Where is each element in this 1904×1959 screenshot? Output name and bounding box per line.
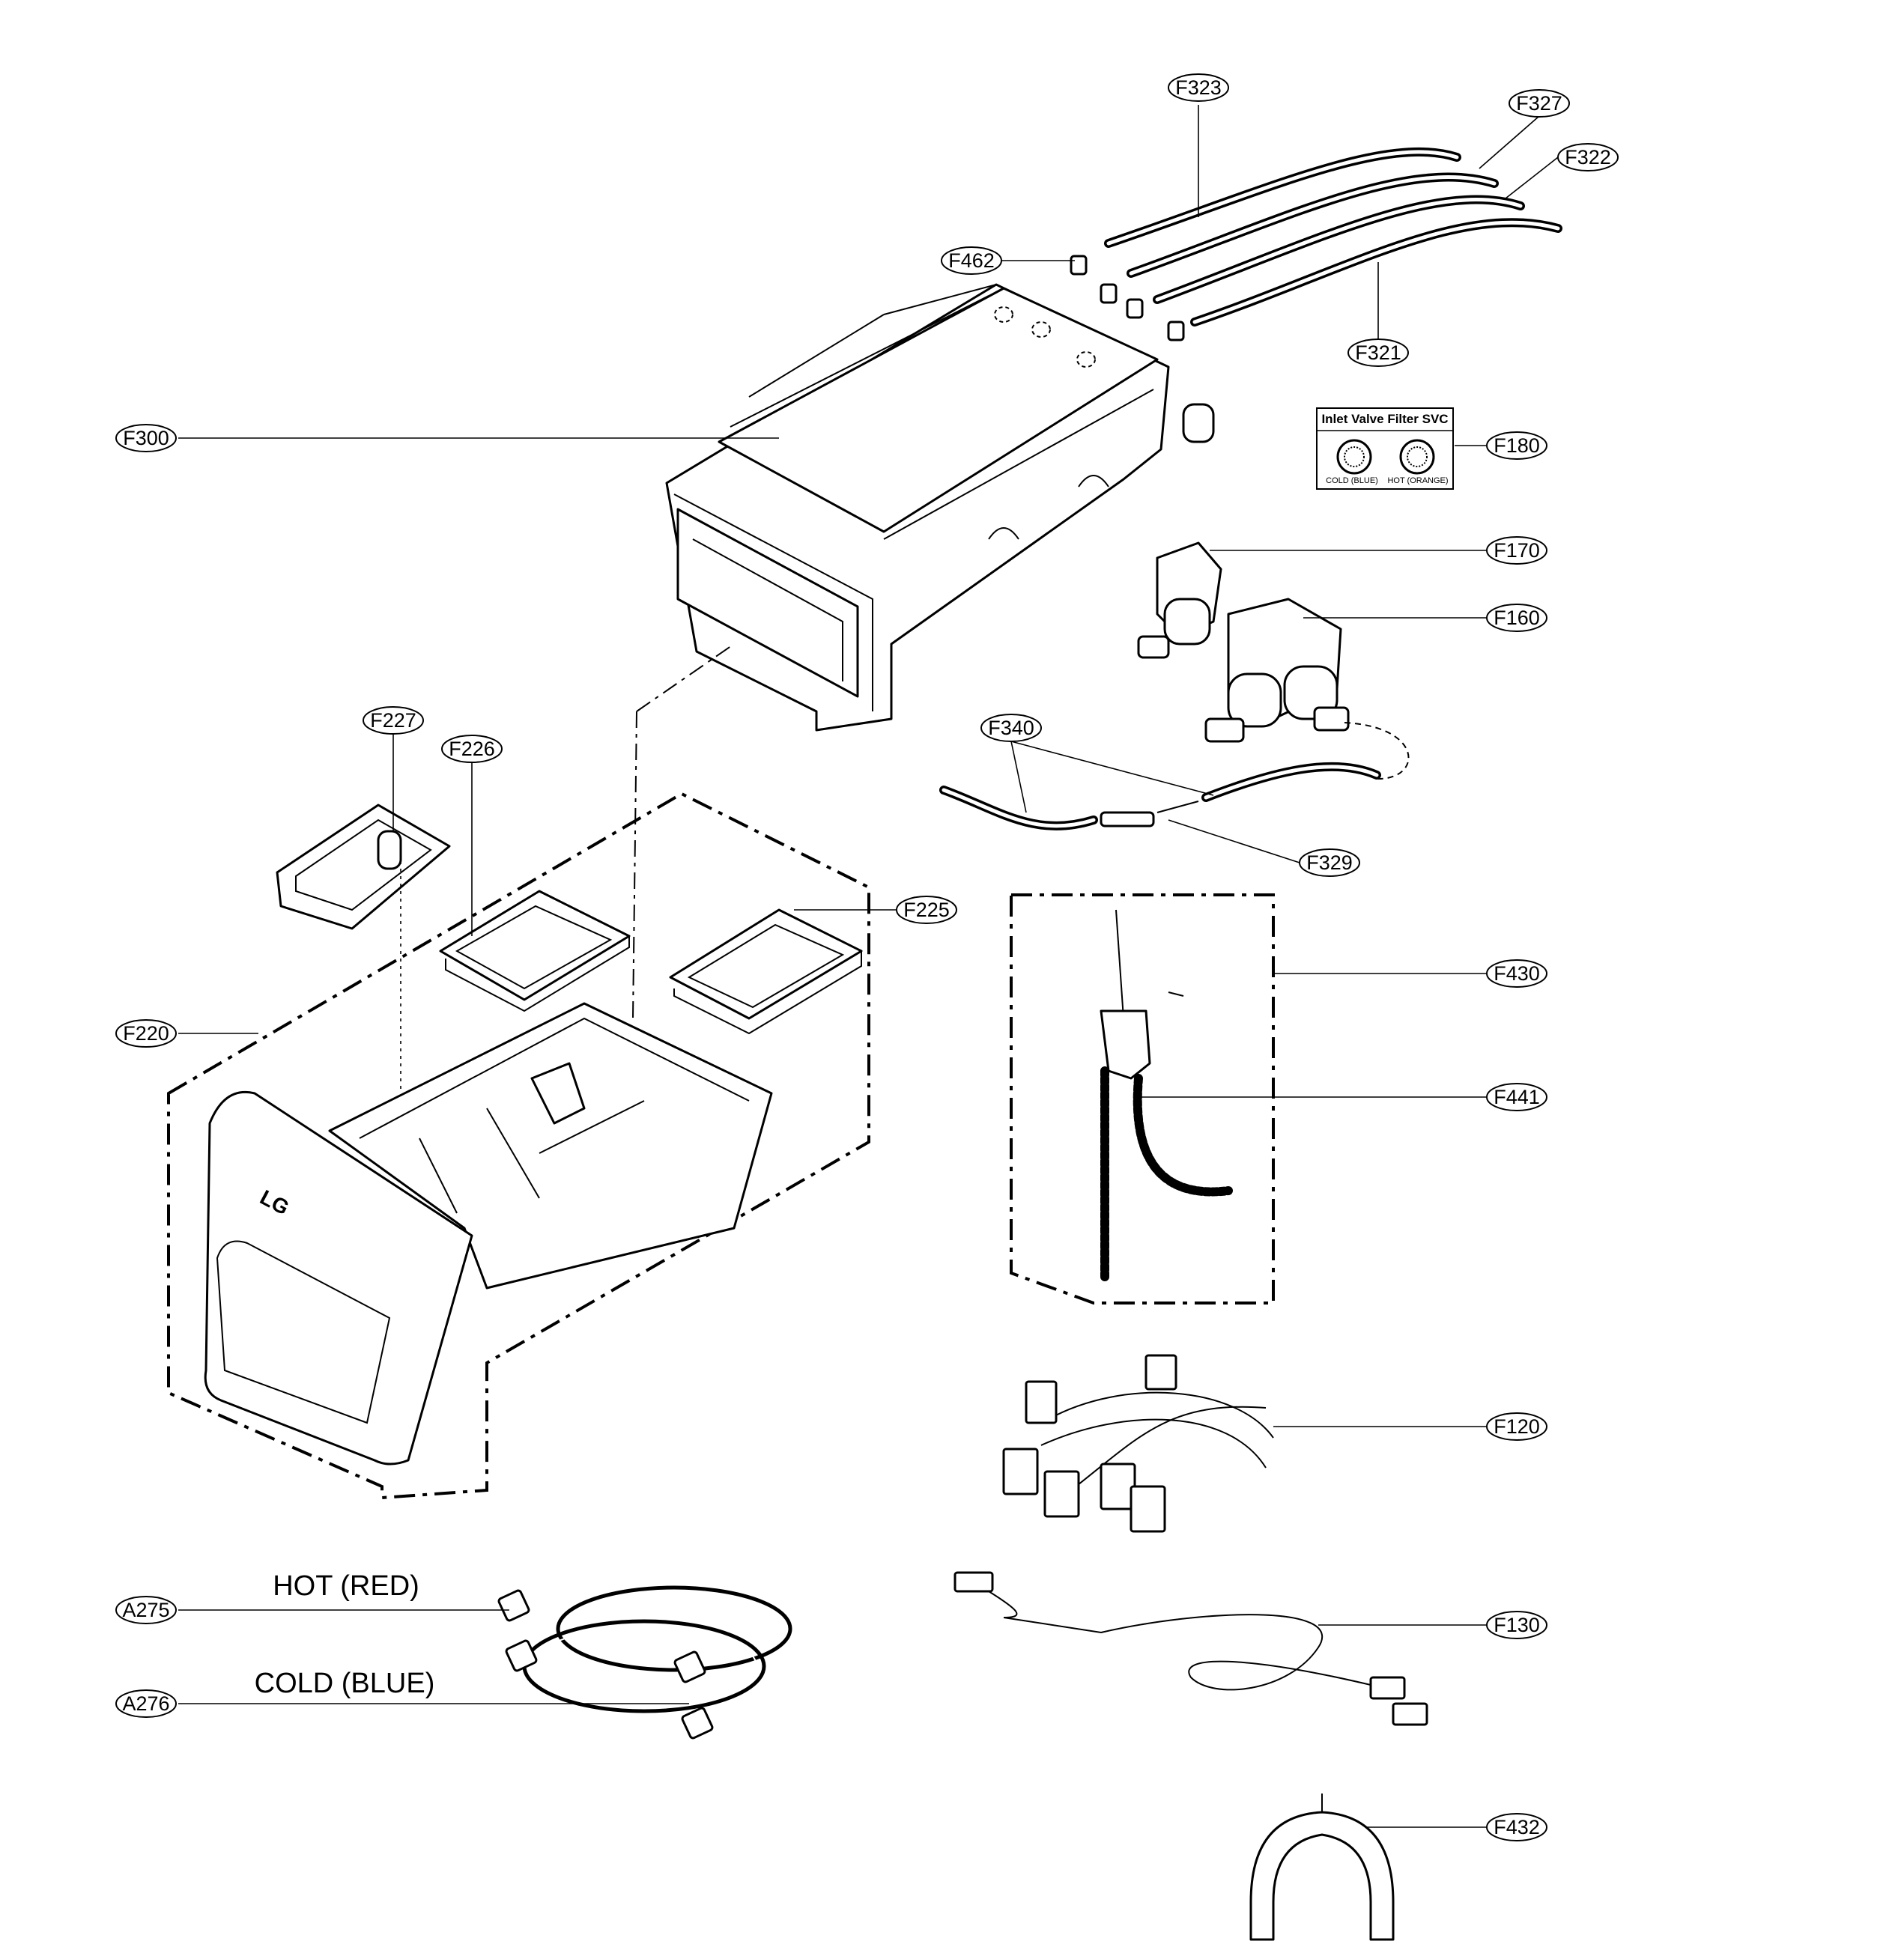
callout-f130: F130 [1486,1611,1547,1639]
svg-text:F321: F321 [1355,341,1401,364]
drawer-assembly-group [167,643,870,1500]
filter-cold-label: COLD (BLUE) [1326,476,1378,485]
svg-text:A276: A276 [122,1692,169,1715]
svg-text:F323: F323 [1175,76,1222,99]
cold-hose-label: COLD (BLUE) [255,1668,435,1699]
svg-text:F160: F160 [1494,607,1540,629]
callout-f226: F226 [441,735,503,763]
callout-f300: F300 [115,424,177,452]
svg-text:F322: F322 [1565,146,1611,168]
svg-text:F441: F441 [1494,1086,1540,1108]
svg-text:F226: F226 [449,738,495,760]
callout-f441: F441 [1486,1083,1547,1111]
callout-f160: F160 [1486,604,1547,632]
softener-insert-part [669,908,863,1035]
callout-f432: F432 [1486,1813,1547,1841]
svg-text:F300: F300 [123,427,169,449]
svg-text:F225: F225 [903,899,950,921]
svg-text:F430: F430 [1494,962,1540,985]
inlet-valves [1137,541,1410,780]
callout-f227: F227 [363,706,424,735]
dispenser-drawer: LG [204,1002,773,1466]
filter-hot-label: HOT (ORANGE) [1387,476,1448,485]
svg-text:F432: F432 [1494,1816,1540,1838]
svg-text:F227: F227 [370,709,416,732]
svg-text:F462: F462 [948,249,995,272]
callout-f340: F340 [980,714,1042,742]
callout-f322: F322 [1557,143,1619,171]
svg-text:A275: A275 [122,1599,169,1621]
inlet-valve-filter-box: Inlet Valve Filter SVC COLD (BLUE) HOT (… [1316,407,1454,490]
callout-f430: F430 [1486,959,1547,988]
callout-f327: F327 [1509,89,1570,118]
inlet-hoses [1104,147,1562,326]
callout-a275: A275 [115,1596,177,1624]
dispenser-housing [665,283,1215,732]
filter-box-title: Inlet Valve Filter SVC [1321,412,1448,426]
svg-text:F220: F220 [123,1022,169,1045]
hose-clip [1249,1794,1395,1941]
svg-text:F340: F340 [988,717,1034,739]
callout-f323: F323 [1168,73,1229,102]
svg-text:F120: F120 [1494,1415,1540,1438]
callout-f170: F170 [1486,536,1547,565]
callout-f321: F321 [1347,338,1409,367]
svg-text:F327: F327 [1516,92,1562,115]
tubes [939,762,1381,830]
wire-harness-f130 [953,1571,1428,1726]
svg-text:F170: F170 [1494,539,1540,562]
callout-f220: F220 [115,1019,177,1048]
svg-text:F329: F329 [1306,851,1353,874]
callout-f329: F329 [1299,848,1360,877]
callout-f225: F225 [896,896,957,924]
detergent-insert-part [439,890,631,1012]
wire-harness-f120 [1002,1354,1274,1533]
svg-text:F130: F130 [1494,1614,1540,1636]
siphon-cap-part [276,804,451,930]
callout-f120: F120 [1486,1412,1547,1441]
callout-f180: F180 [1486,431,1547,460]
hot-hose-label: HOT (RED) [273,1570,419,1602]
callout-f462: F462 [941,246,1002,275]
drain-assembly-group [1010,893,1275,1305]
callout-a276: A276 [115,1689,177,1718]
hose-clamps [1070,255,1185,341]
leader-lines [178,105,1559,1828]
svg-text:F180: F180 [1494,434,1540,457]
supply-hoses [497,1585,792,1740]
